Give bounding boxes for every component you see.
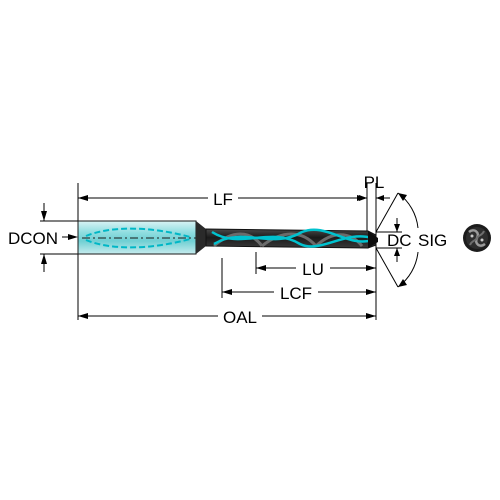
label-oal: OAL xyxy=(223,308,257,327)
coolant-channel-lower xyxy=(85,238,191,249)
dimension-pl: PL xyxy=(359,173,390,201)
dimension-oal: OAL xyxy=(78,306,376,327)
dimension-dcon: DCON xyxy=(8,203,78,272)
drill-neck xyxy=(196,221,206,254)
dimension-lf: LF xyxy=(78,188,367,209)
ext-line-sig-top xyxy=(375,192,399,233)
drill-tip xyxy=(368,231,378,248)
label-lu: LU xyxy=(302,260,324,279)
label-sig: SIG xyxy=(418,231,447,250)
dimension-dc: DC xyxy=(387,218,412,262)
coolant-channel-upper xyxy=(85,227,191,238)
dimension-lcf: LCF xyxy=(222,282,376,303)
flute-helix-3 xyxy=(314,233,364,248)
dimension-lu: LU xyxy=(256,258,376,279)
dimension-sig: SIG xyxy=(397,192,447,288)
label-pl: PL xyxy=(364,173,385,192)
coolant-channel-flute-b xyxy=(213,228,373,246)
label-dcon: DCON xyxy=(8,229,58,248)
label-lf: LF xyxy=(213,190,233,209)
drill-end-view-icon xyxy=(463,224,491,252)
drill-tool xyxy=(77,220,378,255)
label-dc: DC xyxy=(387,231,412,250)
flute-helix-2 xyxy=(261,232,318,248)
label-lcf: LCF xyxy=(280,284,312,303)
ext-line-sig-bottom xyxy=(375,247,399,288)
